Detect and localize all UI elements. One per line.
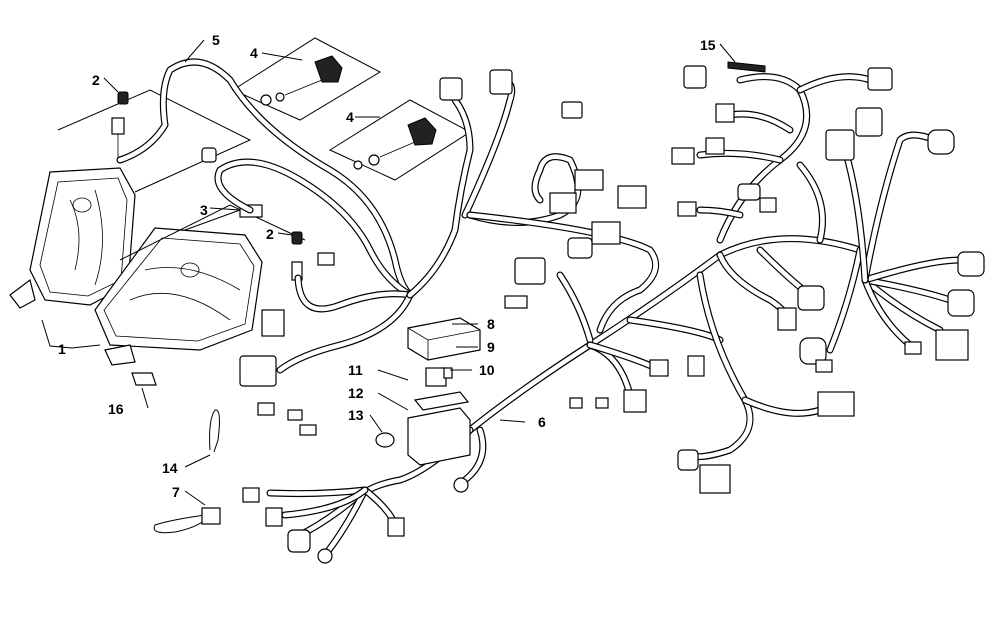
callout-labels: 1 2 2 3 4 4 5 6 7 8 9 10 11 12 13 14 15 … <box>58 32 716 500</box>
callout-15: 15 <box>700 37 716 53</box>
callout-2-upper: 2 <box>92 72 100 88</box>
adjuster-upper <box>260 55 343 106</box>
callout-6: 6 <box>538 414 546 430</box>
callout-4-lower: 4 <box>346 109 354 125</box>
callout-1: 1 <box>58 341 66 357</box>
clamp <box>375 432 395 448</box>
callout-2-lower: 2 <box>266 226 274 242</box>
callout-8: 8 <box>487 316 495 332</box>
callout-10: 10 <box>479 362 495 378</box>
relay-box <box>407 317 481 361</box>
callout-13: 13 <box>348 407 364 423</box>
callout-5: 5 <box>212 32 220 48</box>
callout-7: 7 <box>172 484 180 500</box>
cable-tie <box>209 409 220 453</box>
callout-12: 12 <box>348 385 364 401</box>
headlight-wire-upper <box>116 58 414 299</box>
loop-wire <box>153 507 221 534</box>
callout-11: 11 <box>348 362 363 378</box>
callout-16: 16 <box>108 401 124 417</box>
fuse <box>443 367 453 379</box>
bulb-socket-lower <box>291 231 303 281</box>
relay <box>425 367 447 387</box>
callout-3: 3 <box>200 202 208 218</box>
headlight-wire-lower <box>214 158 414 313</box>
gasket <box>131 372 157 386</box>
callout-14: 14 <box>162 460 178 476</box>
fuse-block <box>407 391 471 466</box>
leader-lines <box>41 39 736 506</box>
callout-4-upper: 4 <box>250 45 258 61</box>
bulb-socket-upper <box>111 91 129 160</box>
callout-9: 9 <box>487 339 495 355</box>
adjuster-lower <box>353 117 437 170</box>
socket-screw <box>201 147 217 163</box>
connectors <box>239 61 985 564</box>
headlight-right <box>94 227 263 366</box>
